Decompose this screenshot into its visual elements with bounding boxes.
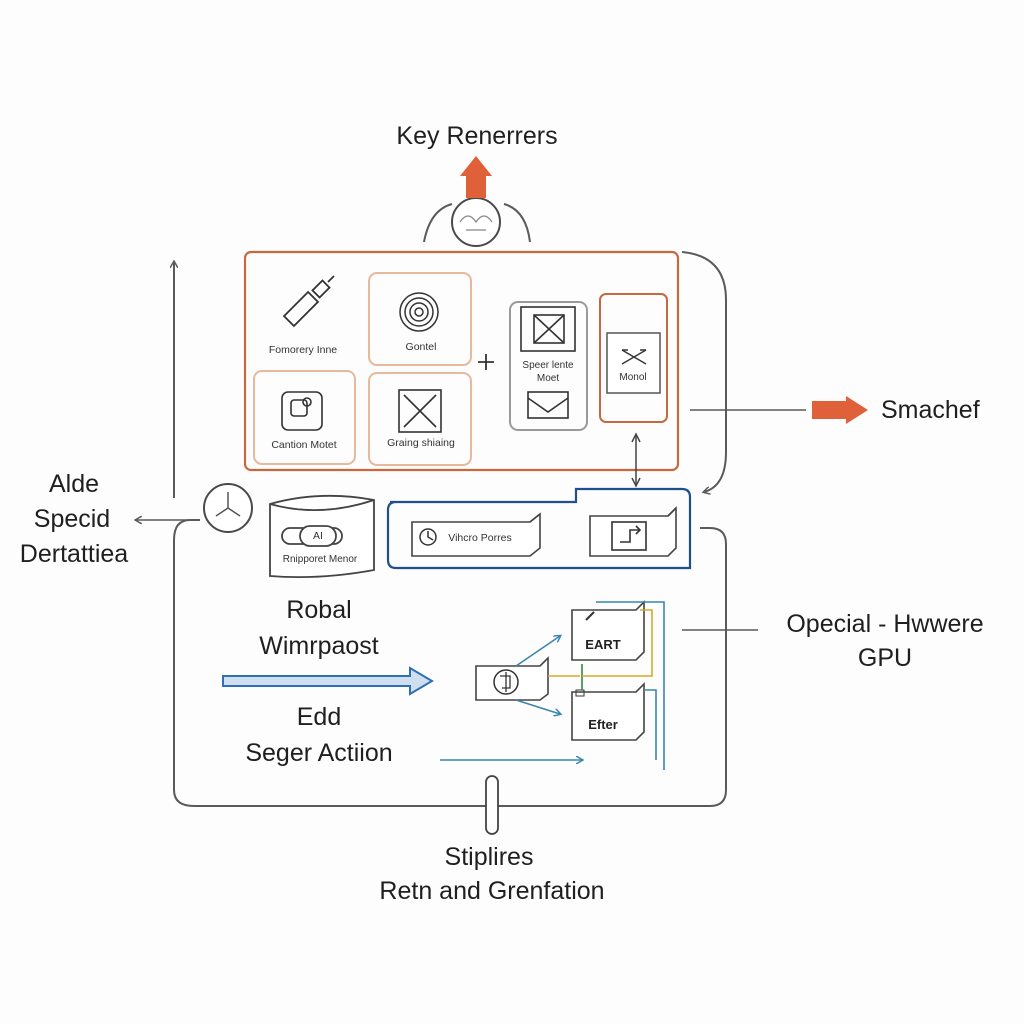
graing-module-label: Graing shiaing: [387, 437, 455, 449]
action-label-2: Seger Actiion: [245, 739, 393, 767]
top-hub: [423, 156, 531, 247]
close-square-icon: [398, 389, 442, 433]
eart-box: [571, 600, 645, 661]
navy-bus: [386, 487, 692, 570]
hardware-label-1: Opecial - Hwwere: [786, 610, 984, 638]
rupport-tag-label: AI: [313, 530, 323, 542]
right-output-label: Smachef: [881, 396, 980, 424]
eart-module-label: EART: [585, 637, 621, 652]
up-arrow: [460, 156, 492, 198]
left-clock-node: [203, 483, 253, 533]
gpu-wiring: [440, 601, 665, 770]
concentric-circles-icon: [399, 292, 439, 332]
graing-panel: [368, 372, 472, 466]
hub-node-icon: [459, 215, 493, 231]
speer-panel: [509, 301, 588, 431]
core-frame: [243, 250, 680, 472]
left-label-2: Specid: [33, 505, 111, 533]
speer-module-label-1: Speer lente: [522, 360, 574, 371]
monol-inner: [606, 332, 661, 394]
middle-label-2: Wimrpaost: [259, 632, 379, 660]
speer-module-label-2: Moet: [536, 373, 560, 384]
hardware-label-2: GPU: [857, 644, 913, 672]
cantion-module-label: Cantion Motet: [271, 439, 337, 451]
flag-box: [589, 506, 677, 557]
right-output-arrow: [812, 396, 868, 424]
device-icon: [281, 391, 323, 431]
bottom-label-2: Retn and Grenfation: [379, 877, 605, 905]
clock-icon: [419, 528, 437, 546]
blue-flow-arrow: [222, 666, 434, 696]
efter-module-label: Efter: [588, 717, 618, 732]
x-arrows-icon: [621, 349, 647, 365]
gontel-panel: [368, 272, 472, 366]
monol-outer: [599, 293, 668, 423]
gontel-module-label: Gontel: [405, 341, 437, 353]
rupport-module-label: Rnipporet Menor: [282, 554, 358, 565]
efter-box: [571, 682, 645, 741]
chip-icon: [493, 669, 519, 695]
bottom-label-1: Stiplires: [444, 843, 534, 871]
cross-box-icon: [520, 306, 576, 352]
vihcro-box: [411, 512, 541, 557]
left-label-1: Alde: [48, 470, 100, 498]
vihcro-module-label: Vihcro Porres: [448, 532, 512, 544]
outer-loop: [174, 251, 727, 807]
action-label-1: Edd: [296, 703, 342, 731]
cantion-panel: [253, 370, 356, 465]
bar-chip-icon: [575, 689, 585, 697]
left-label-3: Dertattiea: [19, 540, 129, 568]
formory-module-label: Fomorery Inne: [268, 344, 338, 356]
rupport-cylinder: [269, 494, 375, 579]
monol-module-label: Monol: [619, 372, 647, 383]
envelope-tray-icon: [527, 391, 569, 419]
chip-box: [475, 656, 549, 701]
flag-box-icon: [611, 521, 647, 551]
plus-sign: [478, 354, 494, 370]
top-label: Key Renerrers: [396, 122, 558, 150]
usb-plug-icon: [282, 275, 335, 328]
bidirectional-arrow: [631, 432, 641, 488]
bottom-pipe: [485, 775, 499, 835]
middle-label-1: Robal: [286, 596, 352, 624]
